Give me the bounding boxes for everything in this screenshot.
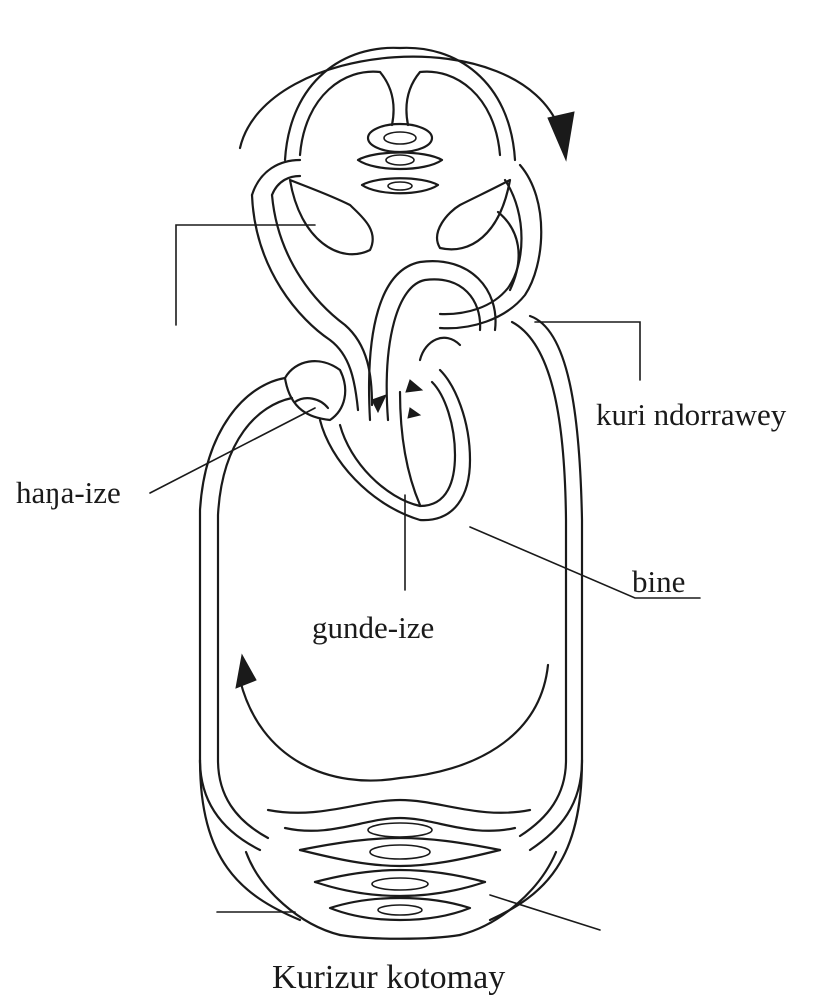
lungs [285, 48, 515, 254]
systemic-flow-arrow [236, 655, 548, 781]
leader-lines [150, 225, 700, 930]
diagram-caption: Kurizur kotomay [272, 959, 505, 996]
label-hanja-ize: haŋa-ize [16, 475, 121, 510]
label-gunde-ize: gunde-ize [312, 610, 434, 645]
heart [285, 338, 470, 520]
label-kuri-ndorrawey: kuri ndorrawey [596, 397, 787, 432]
label-bine: bine [632, 564, 685, 599]
